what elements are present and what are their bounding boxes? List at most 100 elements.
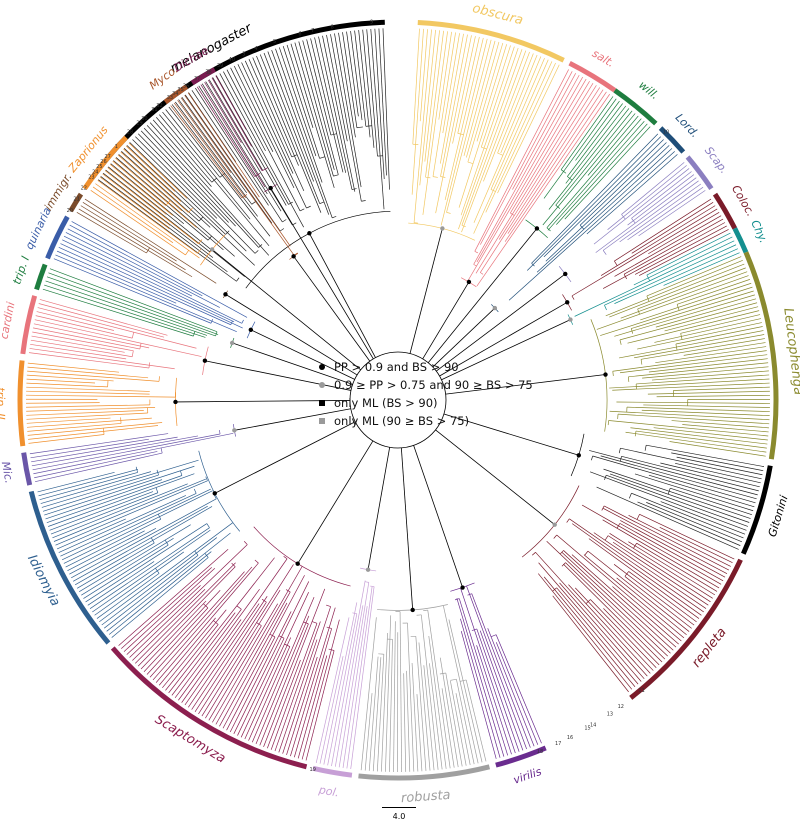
branch-tip [26, 402, 100, 404]
branch-tip [416, 694, 423, 772]
support-node [212, 491, 217, 496]
branch-tip [155, 562, 259, 683]
branch-tip [507, 89, 604, 234]
branch-tip [137, 133, 256, 254]
branch-tip [168, 106, 271, 237]
branch-tip [483, 53, 534, 182]
subclade-number-tag: 9 [370, 19, 373, 25]
clade-label: quinaria [23, 205, 54, 251]
branch-tip [612, 350, 767, 372]
branch-tip [126, 585, 201, 655]
branch-tip [624, 576, 692, 629]
clade-stem [435, 429, 555, 525]
branch-tip [267, 51, 330, 215]
legend-row-moderate-support: 0.9 ≥ PP > 0.75 and 90 ≥ BS > 75 [316, 376, 533, 394]
branch-tip [215, 75, 289, 205]
subclade-number-tag: 36 [183, 83, 189, 89]
branch-tip [331, 580, 366, 767]
branch-tip [628, 362, 769, 378]
branch-tip [290, 43, 335, 188]
branch-tip [653, 427, 768, 441]
clade-label: Mic. [0, 460, 16, 484]
clade-arc [732, 227, 749, 254]
branch-tip [31, 435, 199, 467]
branch-tip [556, 534, 682, 642]
clade-label: Scaptomyza [152, 712, 228, 767]
subclade-arc [446, 212, 451, 214]
branch-tip [241, 62, 294, 174]
branch-tip [41, 459, 199, 508]
subclade-number-tag: 17 [555, 741, 561, 747]
branch-tip [567, 103, 623, 177]
subclade-arc [185, 250, 189, 256]
branch-tip [467, 42, 504, 163]
clade-stem [436, 273, 566, 372]
branch-tip [473, 61, 553, 234]
branch-tip [69, 224, 203, 297]
branch-tip [215, 591, 291, 725]
support-node [410, 607, 415, 613]
branch-tip [42, 474, 159, 512]
clade-stem [234, 408, 351, 431]
subclade-arc [619, 339, 622, 345]
branch-tip [240, 592, 309, 738]
grey-dot-icon [319, 382, 325, 388]
branch-tip [26, 417, 111, 424]
branch-tip [563, 563, 663, 663]
branch-tip [33, 323, 150, 349]
branch-tip [173, 102, 246, 199]
branch-tip [605, 259, 743, 317]
clade-stem [413, 445, 463, 588]
branch-tip [100, 176, 228, 273]
branch-tip [631, 290, 754, 329]
subclade-number-tag: 15 [584, 726, 590, 732]
branch-tip [619, 523, 724, 582]
branch-tip [639, 513, 735, 560]
branch-tip [32, 327, 140, 350]
branch-tip [527, 136, 662, 271]
branch-tip [271, 49, 333, 218]
branch-tip [28, 352, 150, 369]
legend-label: PP > 0.9 and BS > 90 [334, 360, 459, 374]
branch-tip [565, 562, 666, 660]
subclade-number-tag: 12 [618, 704, 624, 710]
branch-tip [439, 33, 464, 164]
branch-tip [226, 69, 301, 212]
branch-tip [105, 169, 210, 252]
subclade-arc [361, 200, 366, 202]
clade-stem [211, 249, 361, 371]
clade-arc [34, 263, 48, 291]
branch-tip [32, 433, 221, 471]
branch-tip [103, 555, 199, 629]
support-node [202, 358, 208, 363]
branch-tip [27, 423, 122, 432]
clade-stem [204, 360, 352, 391]
branch-tip [248, 646, 291, 741]
branch-tip [121, 567, 212, 649]
support-node [268, 185, 273, 191]
branch-tip [290, 607, 336, 757]
subclade-arc [604, 305, 607, 311]
subclade-number-tag: 33 [167, 95, 173, 101]
branch-tip [112, 160, 166, 206]
branch-tip [471, 593, 531, 748]
branch-tip [683, 342, 766, 356]
subclade-arc [566, 518, 570, 523]
branch-tip [432, 32, 456, 177]
branch-tip [466, 585, 527, 750]
subclade-arc [326, 604, 331, 607]
subclade-arc [219, 430, 221, 435]
branch-tip [69, 527, 157, 575]
branch-tip [174, 609, 242, 699]
branch-tip [350, 586, 375, 770]
branch-tip [204, 82, 242, 143]
branch-tip [646, 232, 731, 276]
branch-tip [71, 498, 217, 579]
branch-tip [603, 505, 730, 571]
subclade-number-tag: 8 [331, 24, 334, 30]
branch-tip [90, 190, 186, 256]
subclade-arc [206, 523, 210, 528]
branch-tip [118, 549, 229, 646]
clade-label: cardini [0, 301, 18, 340]
branch-tip [259, 623, 309, 746]
